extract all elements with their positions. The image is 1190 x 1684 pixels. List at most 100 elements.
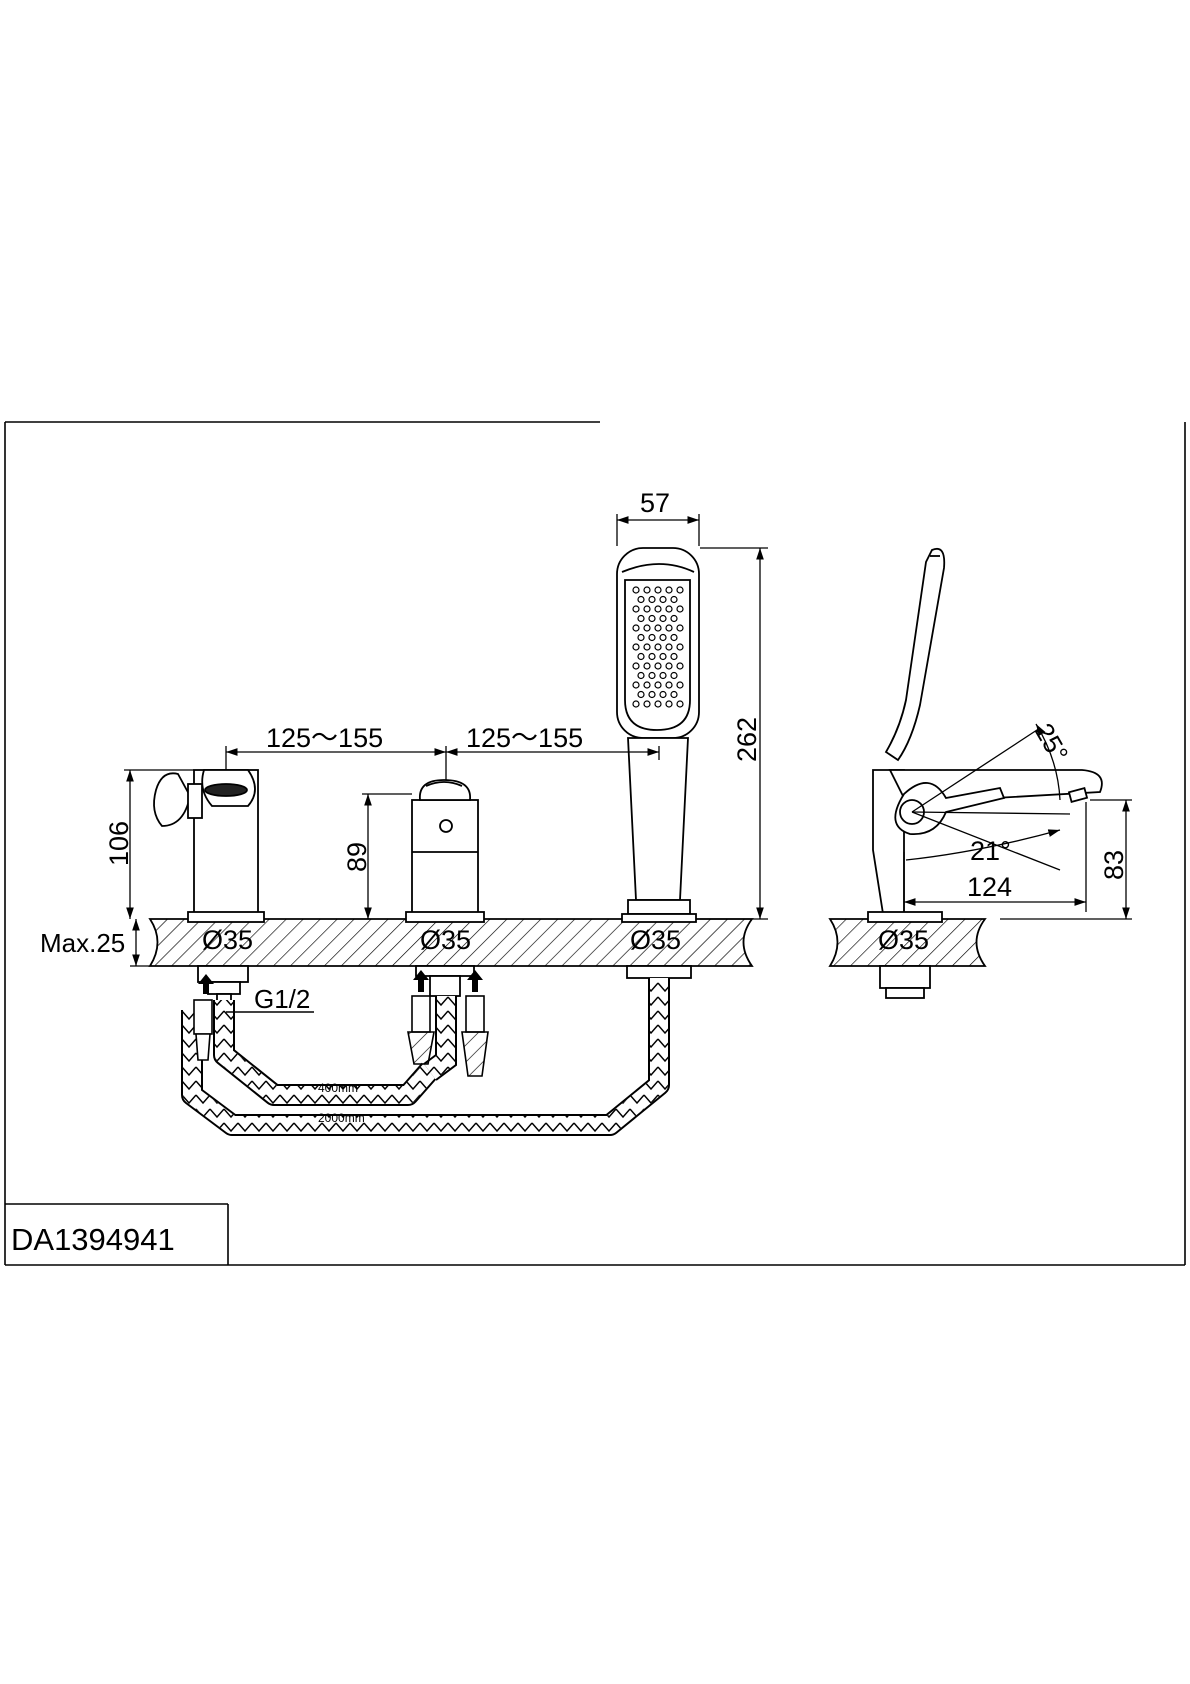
inlet-arrows	[198, 970, 483, 994]
spray-nozzle	[676, 586, 684, 594]
spray-nozzle	[659, 652, 667, 661]
thread-label: G1/2	[254, 984, 310, 1014]
hole-label-handshower: Ø35	[630, 925, 681, 955]
dim-handle-angle	[905, 723, 1071, 871]
hole-label-diverter: Ø35	[420, 925, 471, 955]
spray-nozzle	[665, 624, 673, 632]
hose-short-label: 400mm	[318, 1081, 358, 1095]
dim-handshower-width	[616, 514, 700, 546]
spray-nozzle	[637, 690, 645, 699]
dim-label-max25: Max.25	[40, 928, 125, 958]
side-view-body	[867, 769, 943, 999]
spray-nozzle	[632, 700, 640, 708]
supply-connector-cold	[407, 995, 435, 1065]
spray-nozzle	[648, 614, 656, 623]
spray-nozzle	[654, 681, 662, 689]
dim-side-projection	[903, 802, 1087, 912]
spray-nozzle	[659, 614, 667, 623]
spray-nozzle	[654, 624, 662, 632]
spray-nozzle	[648, 671, 656, 680]
spray-nozzle	[632, 586, 640, 594]
hand-shower	[616, 547, 700, 979]
spray-nozzle	[659, 690, 667, 699]
hose-long-label: 2000mm	[318, 1111, 365, 1125]
spray-nozzle	[676, 700, 684, 708]
diverter-body	[405, 779, 485, 997]
spray-nozzle	[637, 595, 645, 604]
spray-nozzle	[665, 605, 673, 613]
dim-label-83: 83	[1099, 850, 1129, 880]
side-view-handle	[894, 782, 1006, 835]
spout-body	[187, 769, 265, 1013]
spray-nozzle	[648, 633, 656, 642]
spray-nozzle	[643, 700, 651, 708]
spray-nozzle	[637, 633, 645, 642]
hose-2000mm	[181, 978, 670, 1136]
spray-nozzle	[643, 586, 651, 594]
dim-label-spacing-right: 125～155	[466, 723, 583, 753]
spray-nozzle	[632, 681, 640, 689]
side-view-handshower	[884, 547, 946, 762]
deck-side	[828, 918, 987, 967]
spray-nozzle	[665, 662, 673, 670]
spray-nozzle	[654, 662, 662, 670]
spray-nozzle	[659, 595, 667, 604]
spray-nozzle	[654, 586, 662, 594]
spray-nozzle	[654, 605, 662, 613]
spray-nozzle	[654, 643, 662, 651]
deck-front	[148, 918, 754, 967]
spray-nozzle	[676, 624, 684, 632]
dim-spout-height	[124, 769, 194, 919]
dim-label-spacing-left: 125～155	[266, 723, 383, 753]
spray-nozzle	[670, 690, 678, 699]
spray-nozzle	[643, 662, 651, 670]
dim-label-25deg: 25°	[1029, 718, 1075, 767]
spray-nozzle	[676, 662, 684, 670]
hole-label-spout: Ø35	[202, 925, 253, 955]
dim-handshower-height	[700, 547, 768, 920]
model-code: DA1394941	[11, 1222, 175, 1257]
spray-nozzle	[632, 624, 640, 632]
dim-label-262: 262	[732, 717, 762, 762]
drawing-frame	[4, 421, 1186, 1266]
dim-label-57: 57	[640, 488, 670, 518]
spray-nozzle	[654, 700, 662, 708]
spray-nozzle	[643, 681, 651, 689]
spray-nozzle	[676, 681, 684, 689]
dim-label-89: 89	[342, 842, 372, 872]
spray-nozzle	[676, 643, 684, 651]
spray-nozzle	[637, 671, 645, 680]
supply-connector-left	[193, 999, 213, 1061]
spray-nozzle	[648, 595, 656, 604]
spray-nozzles	[632, 586, 684, 708]
spray-nozzle	[632, 643, 640, 651]
dim-diverter-height	[362, 793, 412, 919]
spray-nozzle	[659, 633, 667, 642]
spray-nozzle	[648, 652, 656, 661]
spray-nozzle	[643, 605, 651, 613]
spray-nozzle	[670, 652, 678, 661]
dim-label-124: 124	[967, 872, 1012, 902]
spray-nozzle	[665, 681, 673, 689]
dim-side-height	[1000, 799, 1132, 920]
supply-connector-hot	[461, 995, 489, 1077]
dim-deck-thickness	[130, 919, 150, 967]
spray-nozzle	[643, 643, 651, 651]
spray-nozzle	[665, 700, 673, 708]
spray-nozzle	[670, 671, 678, 680]
spray-nozzle	[665, 643, 673, 651]
hole-label-side: Ø35	[878, 925, 929, 955]
spray-nozzle	[632, 662, 640, 670]
spray-nozzle	[670, 633, 678, 642]
spray-nozzle	[665, 586, 673, 594]
spray-nozzle	[648, 690, 656, 699]
spray-nozzle	[659, 671, 667, 680]
dim-label-106: 106	[104, 821, 134, 866]
spray-nozzle	[670, 595, 678, 604]
spray-nozzle	[637, 652, 645, 661]
spray-nozzle	[670, 614, 678, 623]
dim-label-21deg: 21°	[970, 836, 1011, 866]
side-view-spout	[888, 769, 1103, 832]
spray-nozzle	[676, 605, 684, 613]
